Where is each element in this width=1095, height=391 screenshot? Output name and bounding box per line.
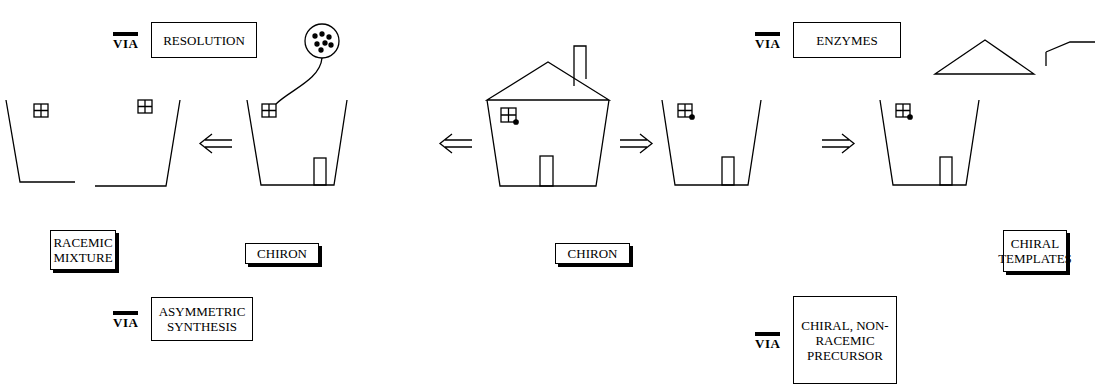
caption-box: CHIRON (555, 243, 630, 264)
via-tag: VIA (113, 311, 138, 330)
label-node: RACEMIC MIXTURE (50, 230, 120, 274)
template-house (880, 40, 1095, 185)
via-tag: VIA (755, 32, 780, 51)
box-text: CHIRAL, NON-RACEMIC PRECURSOR (798, 318, 892, 363)
caption-box: CHIRON (245, 243, 319, 264)
box-text: CHIRON (257, 246, 307, 261)
caption-box: RACEMIC MIXTURE (50, 230, 116, 270)
box-text: CHIRAL TEMPLATES (998, 236, 1072, 266)
caption-box: CHIRAL TEMPLATES (1003, 230, 1067, 272)
retro-arrow (620, 134, 652, 153)
box-text: ASYMMETRIC SYNTHESIS (156, 304, 248, 334)
chiron-house (662, 100, 761, 185)
via-tag: VIA (113, 32, 138, 51)
chiron-house (247, 24, 347, 185)
broken-house (6, 100, 180, 186)
caption-box: CHIRAL, NON-RACEMIC PRECURSOR (793, 296, 897, 384)
box-text: CHIRON (568, 246, 618, 261)
retro-arrow (440, 134, 472, 153)
via-tag: VIA (755, 332, 780, 351)
label-node: CHIRON (245, 243, 323, 268)
box-text: ENZYMES (816, 33, 877, 48)
label-node: CHIRAL TEMPLATES (1003, 230, 1071, 276)
label-node: VIA ASYMMETRIC SYNTHESIS (113, 297, 257, 345)
target-house (487, 46, 609, 186)
retro-arrow (822, 134, 854, 153)
label-node: VIA CHIRAL, NON-RACEMIC PRECURSOR (755, 296, 901, 388)
caption-box: ENZYMES (793, 22, 901, 58)
box-text: RACEMIC MIXTURE (53, 235, 112, 265)
label-node: VIA RESOLUTION (113, 22, 261, 62)
box-text: RESOLUTION (163, 33, 245, 48)
label-node: CHIRON (555, 243, 634, 268)
retro-arrow (200, 134, 232, 153)
label-node: VIA ENZYMES (755, 22, 905, 62)
caption-box: RESOLUTION (151, 22, 257, 58)
caption-box: ASYMMETRIC SYNTHESIS (151, 297, 253, 341)
